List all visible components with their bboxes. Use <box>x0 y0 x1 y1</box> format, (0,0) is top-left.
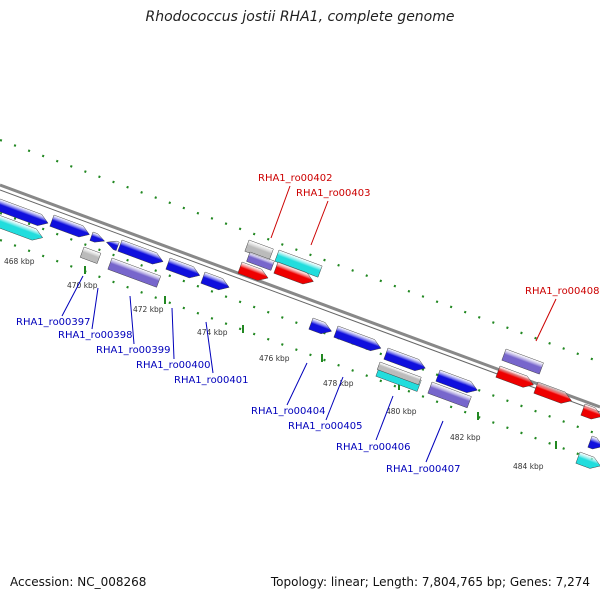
gene-arrow[interactable] <box>117 239 165 267</box>
gene-label-reverse[interactable]: RHA1_ro00397 <box>16 317 91 328</box>
label-leader <box>310 200 329 246</box>
gene-arrow[interactable] <box>165 257 202 281</box>
gene-label-reverse[interactable]: RHA1_ro00399 <box>96 345 171 356</box>
gene-arrow[interactable] <box>274 249 323 278</box>
label-leader <box>425 420 444 463</box>
label-leader <box>91 287 99 330</box>
scale-label: 482 kbp <box>450 433 481 442</box>
scale-label: 470 kbp <box>67 281 98 290</box>
label-leader <box>205 321 214 374</box>
gene-arrow[interactable] <box>49 214 92 240</box>
label-leader <box>325 376 344 421</box>
gene-arrow[interactable] <box>0 213 45 243</box>
label-leader <box>171 307 175 360</box>
gene-label-reverse[interactable]: RHA1_ro00398 <box>58 330 133 341</box>
gene-arrow[interactable] <box>333 325 383 354</box>
label-leader <box>375 395 394 441</box>
gene-arrow[interactable] <box>495 365 536 390</box>
gene-arrow[interactable] <box>246 251 275 271</box>
gene-arrow[interactable] <box>105 238 120 251</box>
gene-label-reverse[interactable]: RHA1_ro00404 <box>251 406 326 417</box>
gene-label-reverse[interactable]: RHA1_ro00406 <box>336 442 411 453</box>
gene-arrow[interactable] <box>0 195 50 229</box>
gene-label-reverse[interactable]: RHA1_ro00400 <box>136 360 211 371</box>
gene-arrow[interactable] <box>383 347 428 374</box>
scale-track <box>0 238 600 464</box>
gene-label-forward[interactable]: RHA1_ro00408 <box>525 286 600 297</box>
gene-arrow[interactable] <box>237 261 270 284</box>
gene-arrow[interactable] <box>107 257 162 288</box>
gene-label-reverse[interactable]: RHA1_ro00401 <box>174 375 249 386</box>
scale-label: 480 kbp <box>386 407 417 416</box>
gene-arrow[interactable] <box>533 381 574 406</box>
accession-text: Accession: NC_008268 <box>10 575 147 589</box>
gene-arrow[interactable] <box>435 369 480 396</box>
gene-label-reverse[interactable]: RHA1_ro00405 <box>288 421 363 432</box>
scale-label: 484 kbp <box>513 462 544 471</box>
label-leader <box>129 295 135 345</box>
scale-track <box>0 138 600 364</box>
gene-arrow[interactable] <box>273 261 316 287</box>
gene-arrow[interactable] <box>580 403 600 422</box>
scale-label: 468 kbp <box>4 257 35 266</box>
label-leader <box>61 275 84 317</box>
gene-arrow[interactable] <box>575 451 600 472</box>
label-leader <box>270 185 291 239</box>
scale-label: 476 kbp <box>259 354 290 363</box>
gene-label-reverse[interactable]: RHA1_ro00407 <box>386 464 461 475</box>
scale-label: 478 kbp <box>323 379 354 388</box>
label-leader <box>286 362 308 406</box>
scale-track <box>0 211 600 437</box>
gene-label-forward[interactable]: RHA1_ro00403 <box>296 188 371 199</box>
gene-arrow[interactable] <box>308 317 334 337</box>
genome-stats-text: Topology: linear; Length: 7,804,765 bp; … <box>270 575 590 589</box>
gene-arrow[interactable] <box>376 361 422 386</box>
scale-label: 472 kbp <box>133 305 164 314</box>
scale-label: 474 kbp <box>197 328 228 337</box>
gene-arrow[interactable] <box>79 246 102 264</box>
gene-arrow[interactable] <box>587 435 600 452</box>
gene-arrow[interactable] <box>427 381 472 409</box>
gene-arrow[interactable] <box>89 231 106 245</box>
gene-arrow[interactable] <box>501 348 544 375</box>
map-title: Rhodococcus jostii RHA1, complete genome <box>145 9 455 25</box>
gene-arrow[interactable] <box>200 271 231 293</box>
label-leader <box>535 298 557 342</box>
gene-label-forward[interactable]: RHA1_ro00402 <box>258 173 333 184</box>
